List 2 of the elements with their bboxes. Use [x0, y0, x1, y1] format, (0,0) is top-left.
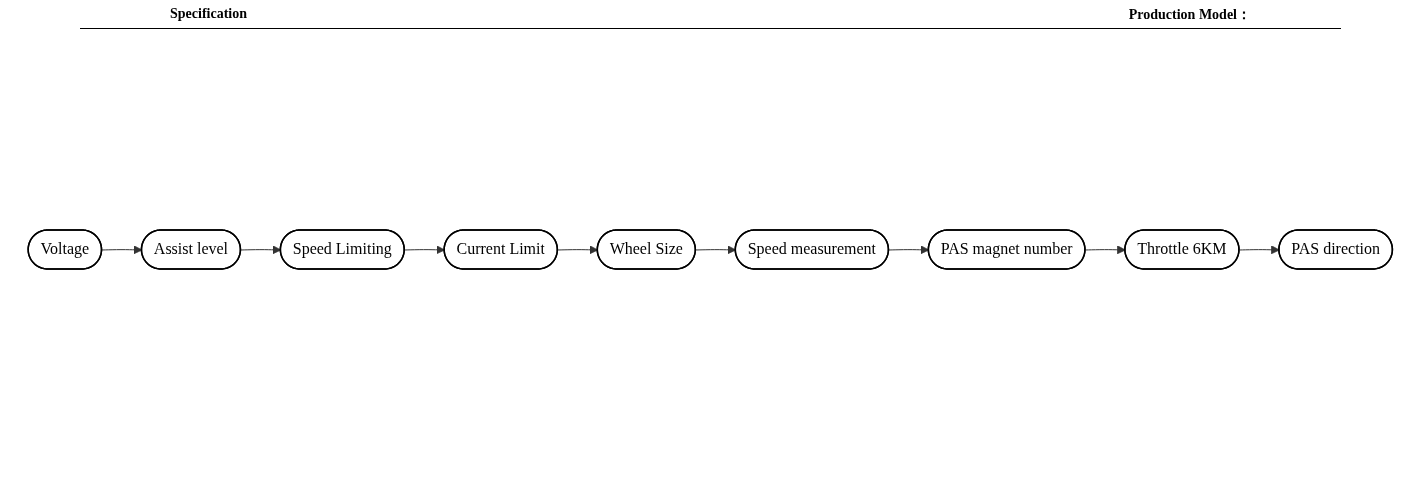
header-text: Specification: [170, 6, 247, 23]
header-text: Production Model：: [1128, 6, 1251, 24]
